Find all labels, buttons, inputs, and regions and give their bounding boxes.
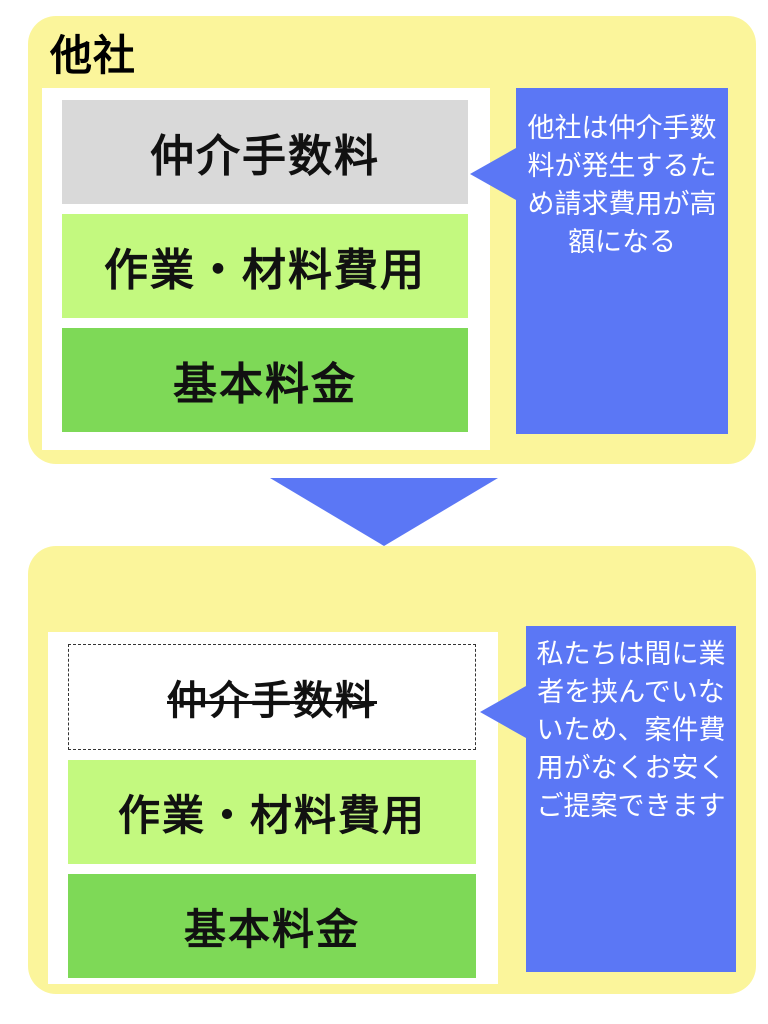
competitor-title: 他社 [50, 31, 137, 80]
competitor-callout: 他社は仲介手数料が発生するため請求費用が高額になる [516, 88, 728, 434]
our-base-bar: 基本料金 [68, 874, 476, 978]
competitor-work-bar: 作業・材料費用 [62, 214, 468, 318]
down-arrow-icon [270, 478, 498, 546]
our-company-panel: 仲介手数料 作業・材料費用 基本料金 私たちは間に業者を挟んでいないため、案件費… [28, 546, 756, 994]
competitor-callout-tail [470, 148, 516, 200]
competitor-base-bar: 基本料金 [62, 328, 468, 432]
our-fee-label: 仲介手数料 [167, 678, 377, 724]
competitor-cost-stack: 仲介手数料 作業・材料費用 基本料金 [42, 88, 490, 450]
our-work-bar: 作業・材料費用 [68, 760, 476, 864]
our-fee-bar: 仲介手数料 [68, 644, 476, 750]
our-callout: 私たちは間に業者を挟んでいないため、案件費用がなくお安くご提案できます [526, 626, 736, 972]
competitor-fee-bar: 仲介手数料 [62, 100, 468, 204]
our-callout-tail [480, 686, 526, 738]
competitor-panel: 他社 仲介手数料 作業・材料費用 基本料金 他社は仲介手数料が発生するため請求費… [28, 16, 756, 464]
our-cost-stack: 仲介手数料 作業・材料費用 基本料金 [48, 632, 498, 984]
